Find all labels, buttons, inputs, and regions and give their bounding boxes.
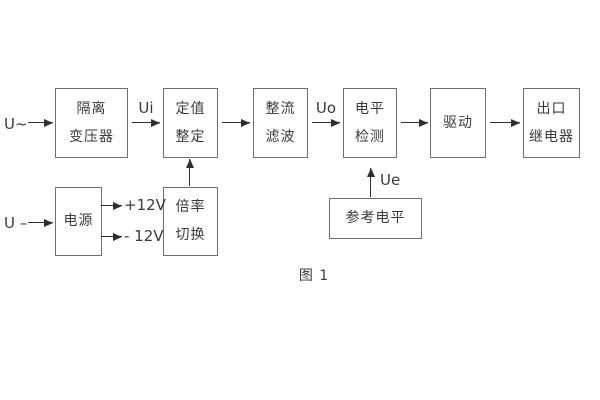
block-level-detect: 电平 检测 [343, 88, 397, 158]
block-label: 隔离 [76, 100, 107, 117]
signal-label-ui: Ui [138, 99, 154, 117]
block-rectifier-filter: 整流 滤波 [253, 88, 308, 158]
block-setting-adjust: 定值 整定 [163, 88, 218, 158]
block-multiplier-switch: 倍率 切换 [163, 187, 218, 256]
arrow-setting-to-rectifier [222, 118, 250, 127]
arrow-drive-to-relay [490, 118, 520, 127]
signal-label-ue: Ue [380, 171, 401, 189]
block-power-supply: 电源 [55, 187, 102, 256]
figure-caption: 图 1 [298, 268, 330, 284]
block-isolation-transformer: 隔离 变压器 [55, 88, 128, 158]
arrow-reference-to-level [366, 168, 375, 197]
block-reference-level: 参考电平 [329, 198, 422, 239]
block-drive: 驱动 [430, 88, 486, 158]
block-label: 整流 [265, 100, 296, 117]
signal-label-minus12v: - 12V [124, 227, 164, 245]
arrow-power-minus12v [101, 232, 122, 241]
block-output-relay: 出口 继电器 [523, 88, 580, 158]
block-label: 继电器 [529, 128, 574, 145]
arrow-dc-input [28, 218, 53, 227]
block-label: 定值 [175, 100, 206, 117]
arrow-rectifier-to-level [312, 118, 340, 127]
block-label: 整定 [175, 128, 206, 145]
signal-label-plus12v: +12V [124, 196, 166, 214]
arrow-multiplier-to-setting [185, 159, 194, 186]
arrow-level-to-drive [401, 118, 428, 127]
block-label: 倍率 [175, 199, 206, 215]
arrow-transformer-to-setting [132, 118, 160, 127]
block-label: 出口 [536, 100, 567, 117]
input-label-dc: U – [4, 214, 28, 232]
block-label: 切换 [175, 227, 206, 243]
block-label: 检测 [355, 128, 385, 145]
input-label-ac: U~ [4, 115, 28, 133]
block-label: 参考电平 [345, 210, 406, 226]
block-label: 滤波 [265, 128, 296, 145]
block-label: 驱动 [443, 114, 473, 131]
signal-label-uo: Uo [315, 99, 337, 117]
arrow-power-plus12v [101, 201, 122, 210]
block-label: 变压器 [69, 128, 114, 145]
block-label: 电平 [355, 100, 385, 117]
arrow-ac-input [28, 118, 53, 127]
block-label: 电源 [63, 213, 94, 229]
